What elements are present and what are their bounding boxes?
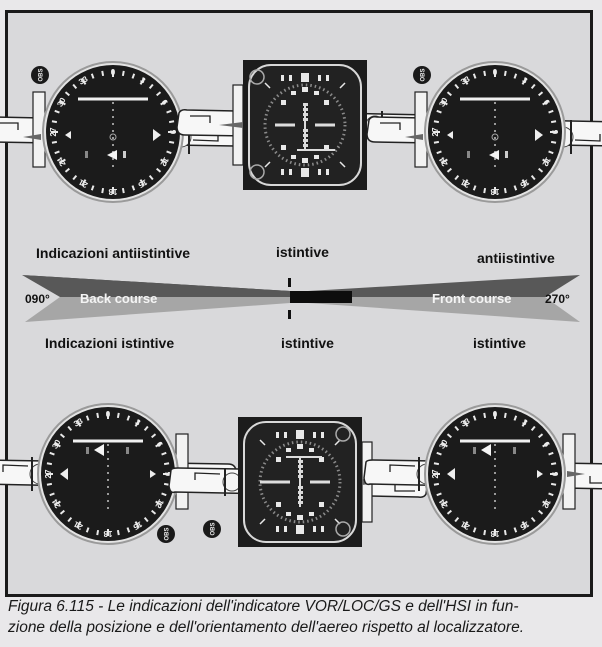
figure-caption: Figura 6.115 - Le indicazioni dell'indic…	[8, 596, 598, 638]
label-top-center: istintive	[276, 244, 329, 260]
label-top-right: antiistintive	[477, 250, 555, 266]
label-bottom-center: istintive	[281, 335, 334, 351]
label-bottom-left: Indicazioni istintive	[45, 335, 175, 351]
front-course-label: Front course	[432, 291, 511, 306]
caption-line-1: Figura 6.115 - Le indicazioni dell'indic…	[8, 598, 519, 615]
caption-line-2: zione della posizione e dell'orientament…	[8, 619, 525, 636]
label-bottom-right: istintive	[473, 335, 526, 351]
vor-indicator-bottom-left	[0, 403, 237, 545]
heading-090-label: 090°	[25, 292, 50, 306]
localizer-diagram: 0 3 6 9 12 15 18 21 24 27 30 33	[0, 58, 602, 549]
vor-indicator-bottom-right	[363, 403, 602, 545]
heading-270-label: 270°	[545, 292, 570, 306]
back-course-label: Back course	[80, 291, 157, 306]
label-top-left: Indicazioni antiistintive	[36, 245, 191, 261]
localizer-beam	[22, 275, 580, 322]
vor-indicator-top-right	[366, 61, 602, 203]
